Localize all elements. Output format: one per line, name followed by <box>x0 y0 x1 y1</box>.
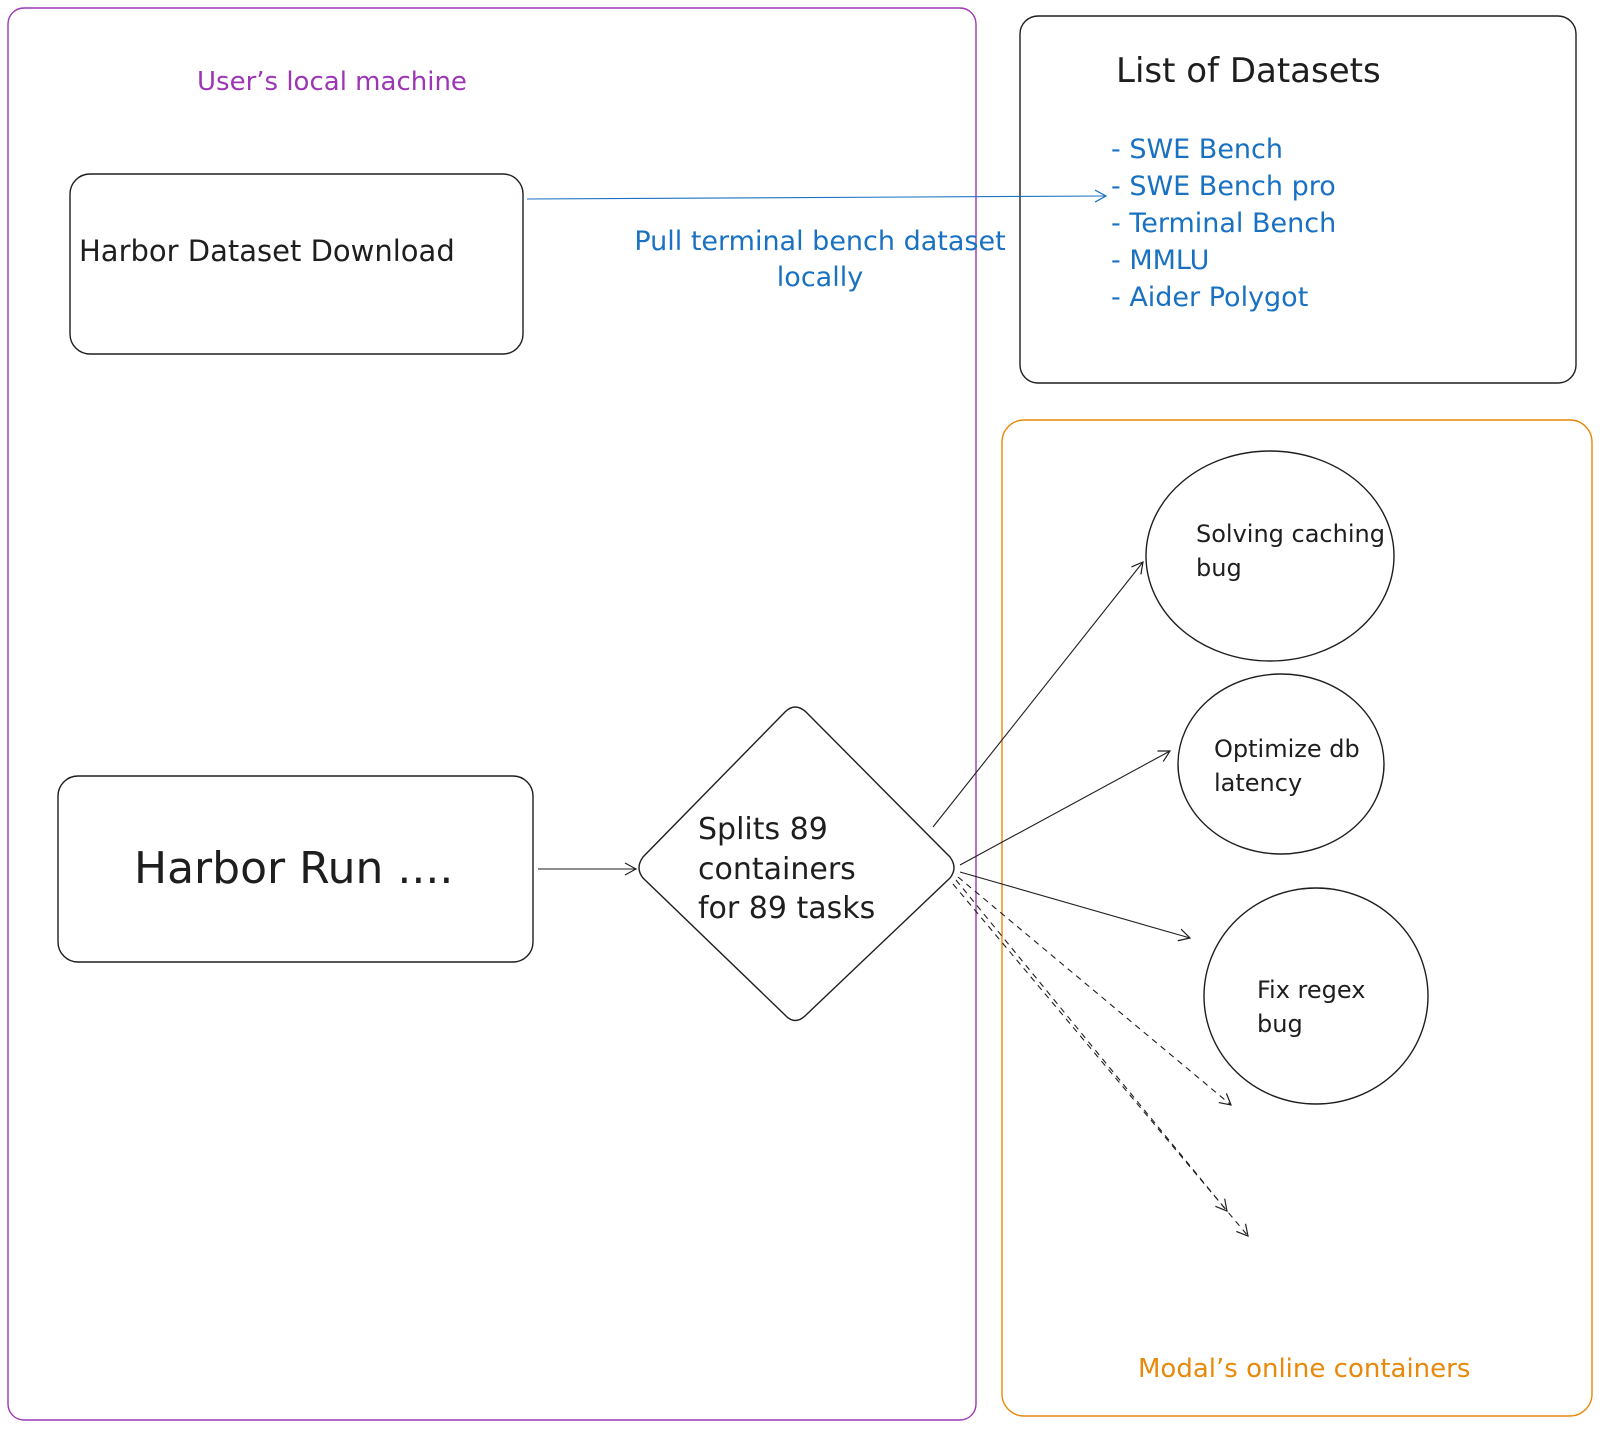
modal-containers-region <box>1001 419 1593 1417</box>
datasets-list: - SWE Bench - SWE Bench pro - Terminal B… <box>1111 133 1336 318</box>
harbor-run-box[interactable] <box>57 775 534 963</box>
edge-download-to-datasets <box>526 189 1108 203</box>
splitter-diamond[interactable] <box>638 706 955 1022</box>
dataset-download-label: Harbor Dataset Download <box>79 234 455 268</box>
dataset-item[interactable]: - Aider Polygot <box>1111 282 1309 313</box>
task-caching-line-2: bug <box>1196 553 1242 582</box>
edge-splitter-to-regex <box>959 871 1192 942</box>
dataset-item[interactable]: - SWE Bench <box>1111 134 1284 165</box>
dataset-item[interactable]: - Terminal Bench <box>1111 208 1337 239</box>
task-db-latency-line-1: Optimize db <box>1214 735 1360 763</box>
task-regex-line-1: Fix regex <box>1257 976 1366 1004</box>
pull-dataset-edge-label: Pull terminal bench dataset locally <box>620 224 1020 297</box>
task-regex-label: Fix regex bug <box>1257 974 1365 1041</box>
task-regex-line-2: bug <box>1257 1009 1303 1038</box>
splitter-line-1: Splits 89 <box>698 812 828 847</box>
edge-splitter-dashed-2 <box>955 879 1228 1212</box>
splitter-line-2: containers <box>698 851 856 887</box>
task-circle-regex[interactable] <box>1203 887 1429 1105</box>
datasets-title: List of Datasets <box>1116 51 1381 91</box>
dataset-item[interactable]: - SWE Bench pro <box>1111 171 1336 202</box>
harbor-run-label: Harbor Run .... <box>134 843 454 894</box>
splitter-line-3: for 89 tasks <box>698 891 876 927</box>
edge-label-line-2: locally <box>776 262 864 294</box>
splitter-label: Splits 89 containers for 89 tasks <box>698 810 875 929</box>
edge-splitter-dashed-1 <box>957 876 1232 1106</box>
dataset-item[interactable]: - MMLU <box>1111 245 1210 276</box>
task-caching-line-1: Solving caching <box>1196 520 1385 548</box>
datasets-box <box>1019 15 1577 384</box>
edge-label-line-1: Pull terminal bench dataset <box>634 226 1006 257</box>
dataset-download-box[interactable] <box>69 173 524 355</box>
local-machine-region <box>7 7 977 1421</box>
task-circle-db-latency[interactable] <box>1177 673 1385 855</box>
modal-containers-title: Modal’s online containers <box>1138 1354 1471 1384</box>
task-db-latency-label: Optimize db latency <box>1214 733 1360 800</box>
task-caching-label: Solving caching bug <box>1196 518 1385 585</box>
edge-splitter-dashed-3 <box>952 883 1249 1237</box>
local-machine-title: User’s local machine <box>197 67 467 97</box>
task-circle-caching[interactable] <box>1145 450 1395 662</box>
task-db-latency-line-2: latency <box>1214 768 1303 797</box>
edge-splitter-to-db-latency <box>959 750 1172 866</box>
edge-splitter-to-caching <box>932 561 1144 828</box>
